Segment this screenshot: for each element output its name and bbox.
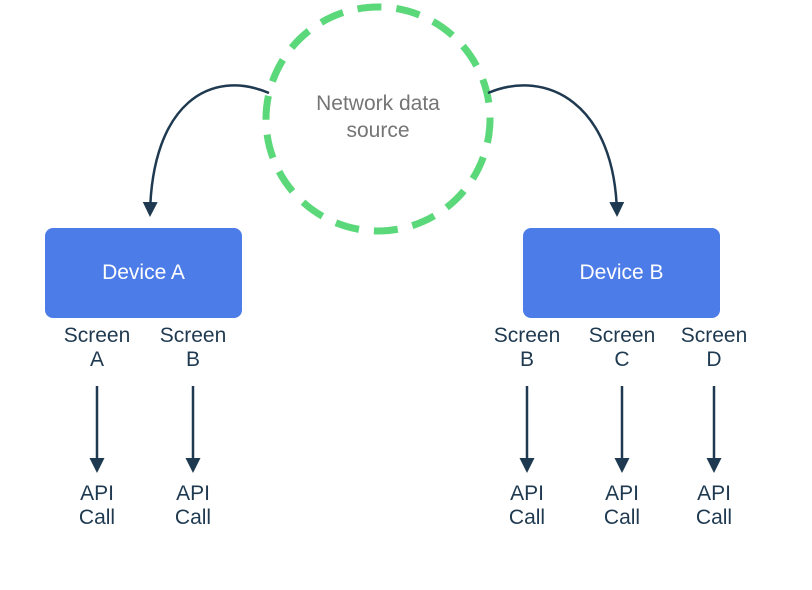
device-a-box: Device A bbox=[45, 228, 242, 318]
call-word: Call bbox=[603, 506, 641, 530]
call-word: Call bbox=[508, 506, 546, 530]
screen-letter: A bbox=[89, 348, 104, 372]
api-call-label-device-a-screen-a: API Call bbox=[42, 482, 152, 530]
screen-label-device-b-screen-b: Screen B bbox=[472, 324, 582, 372]
device-a-label: Device A bbox=[102, 261, 185, 284]
api-call-label-device-a-screen-b: API Call bbox=[138, 482, 248, 530]
call-word: Call bbox=[695, 506, 733, 530]
call-word: Call bbox=[174, 506, 212, 530]
network-data-source-label: Network data source bbox=[268, 90, 488, 145]
api-call-label-device-b-screen-d: API Call bbox=[659, 482, 769, 530]
api-word: API bbox=[176, 482, 210, 505]
screen-letter: B bbox=[185, 348, 200, 372]
screen-word: Screen bbox=[588, 324, 656, 347]
call-word: Call bbox=[78, 506, 116, 530]
screen-word: Screen bbox=[159, 324, 227, 347]
api-word: API bbox=[697, 482, 731, 505]
screen-word: Screen bbox=[63, 324, 131, 347]
api-call-label-device-b-screen-c: API Call bbox=[567, 482, 677, 530]
screen-label-device-a-screen-b: Screen B bbox=[138, 324, 248, 372]
network-data-source-label-line2: source bbox=[346, 119, 410, 143]
network-data-source-label-line1: Network data bbox=[316, 92, 440, 115]
device-b-label: Device B bbox=[579, 261, 664, 284]
arrow-source-to-device-a bbox=[142, 84, 270, 217]
api-word: API bbox=[510, 482, 544, 505]
arrow-source-to-device-b bbox=[487, 84, 625, 217]
device-b-box: Device B bbox=[523, 228, 720, 318]
screen-letter: B bbox=[519, 348, 534, 372]
screen-word: Screen bbox=[493, 324, 561, 347]
screen-label-device-b-screen-c: Screen C bbox=[567, 324, 677, 372]
screen-label-device-a-screen-a: Screen A bbox=[42, 324, 152, 372]
api-word: API bbox=[605, 482, 639, 505]
screen-word: Screen bbox=[680, 324, 748, 347]
screen-label-device-b-screen-d: Screen D bbox=[659, 324, 769, 372]
api-call-label-device-b-screen-b: API Call bbox=[472, 482, 582, 530]
screen-letter: D bbox=[706, 348, 722, 372]
screen-letter: C bbox=[614, 348, 630, 372]
network-data-source-circle bbox=[262, 3, 494, 235]
api-word: API bbox=[80, 482, 114, 505]
